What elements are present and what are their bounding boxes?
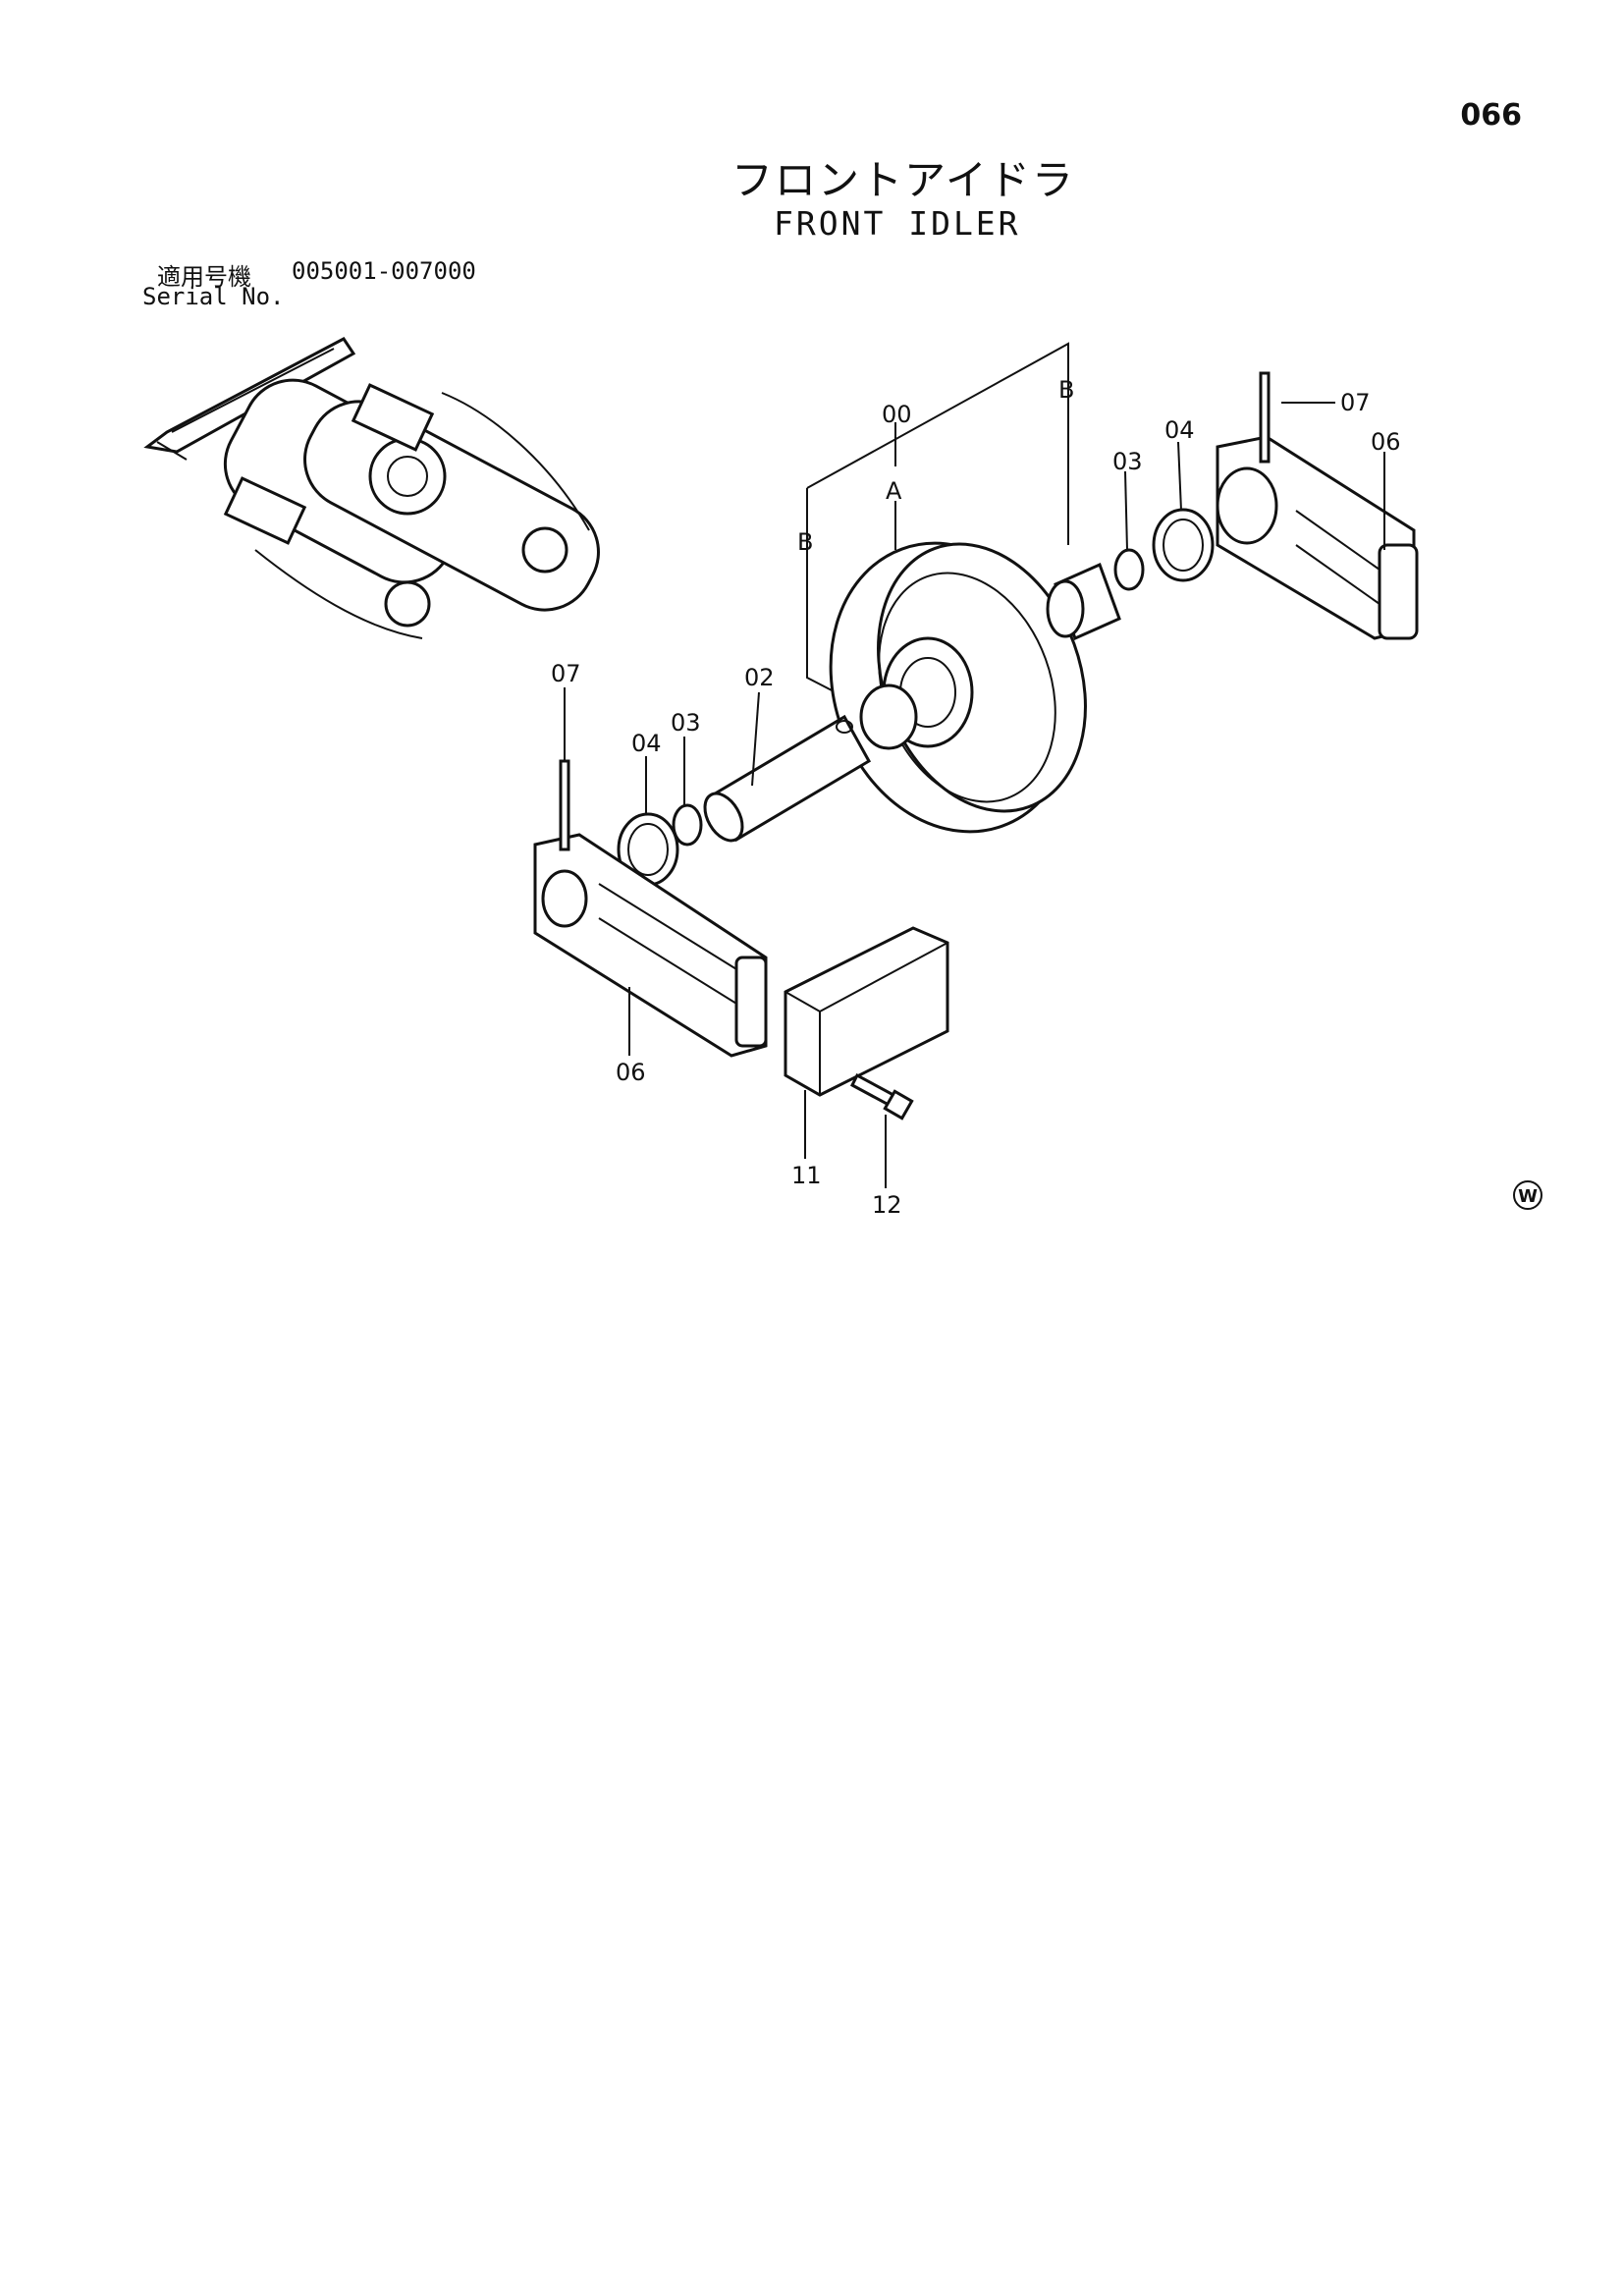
o-ring-right xyxy=(1113,548,1145,591)
exploded-parts-diagram: 00 A B B 03 04 06 07 07 02 03 04 06 11 1… xyxy=(143,337,1542,1219)
idler-support-left xyxy=(533,833,768,1058)
bolt xyxy=(850,1072,914,1121)
serial-label: Serial No. xyxy=(142,283,285,310)
callout-leaders xyxy=(564,402,1385,1188)
idler-shaft xyxy=(703,714,872,843)
callout-07-right: 07 xyxy=(1340,389,1371,416)
callout-11: 11 xyxy=(791,1162,822,1189)
undercarriage-overview-drawing xyxy=(143,337,600,639)
serial-range: 005001-007000 xyxy=(292,257,476,285)
callout-B-right: B xyxy=(1058,376,1074,404)
callout-03-right: 03 xyxy=(1112,448,1143,475)
floating-seal-right xyxy=(1152,508,1215,582)
bushing-right xyxy=(1046,562,1121,641)
idler-wheel xyxy=(829,541,1087,834)
page-title-japanese: フロントアイドラ xyxy=(731,156,1075,204)
callout-06-right: 06 xyxy=(1371,428,1401,456)
idler-support-right xyxy=(1216,435,1419,640)
callout-06-left: 06 xyxy=(616,1059,646,1086)
callout-03-left: 03 xyxy=(671,709,701,737)
spring-pin-right xyxy=(1259,371,1271,464)
spring-pin-left xyxy=(559,759,570,851)
callout-B-left: B xyxy=(797,528,813,556)
callout-07-left: 07 xyxy=(551,660,581,687)
callout-00: 00 xyxy=(882,401,912,428)
callout-12: 12 xyxy=(872,1191,902,1219)
callout-04-right: 04 xyxy=(1164,416,1195,444)
serial-label-japanese: 適用号機 xyxy=(157,263,251,291)
mark-letter: W xyxy=(1518,1186,1538,1207)
page-number: 066 xyxy=(1460,98,1522,133)
page-title: FRONT IDLER xyxy=(774,204,1021,243)
callout-04-left: 04 xyxy=(631,730,662,757)
idler-block xyxy=(784,926,949,1097)
o-ring-left xyxy=(672,803,703,847)
circled-w-mark: W xyxy=(1513,1180,1542,1210)
callout-A: A xyxy=(886,477,902,505)
callout-02: 02 xyxy=(744,664,775,691)
